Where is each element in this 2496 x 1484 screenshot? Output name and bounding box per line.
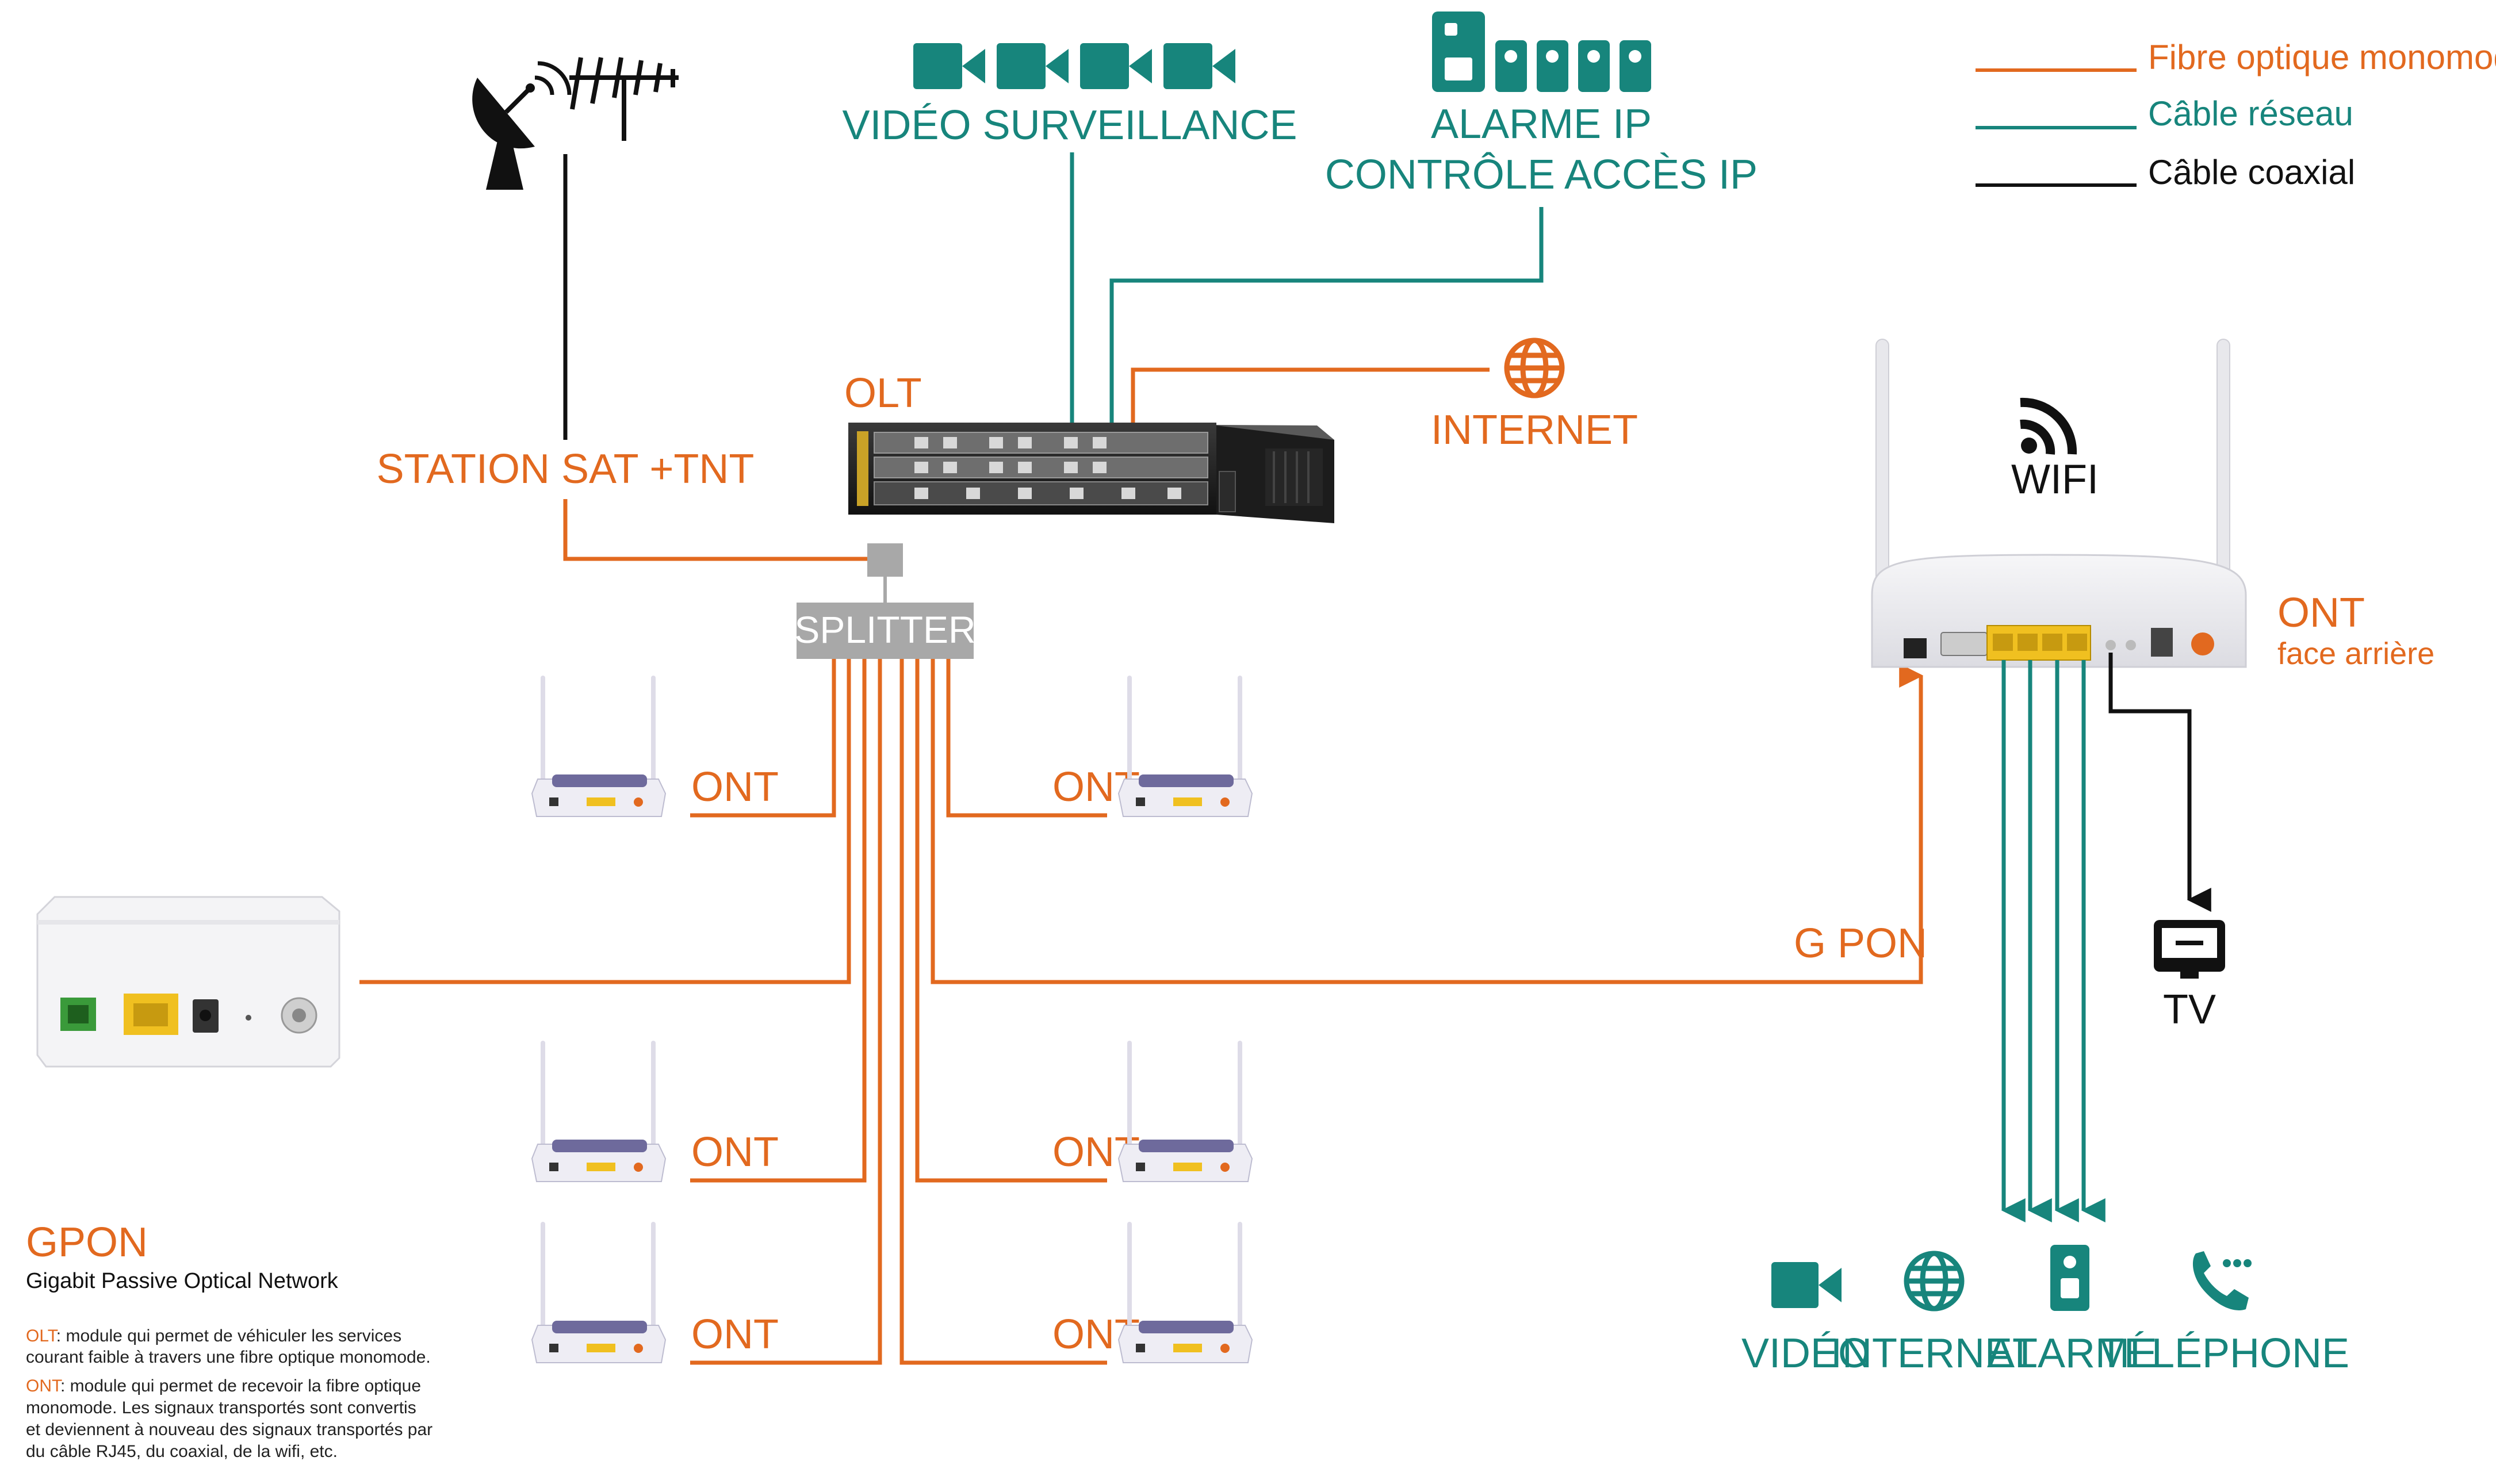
fibre-branch-gpon-ont (359, 659, 851, 984)
fibre-branch-ont-1 (690, 659, 836, 818)
camera-icon (1163, 43, 1235, 89)
splitter-label: SPLITTER (794, 608, 975, 651)
legend: Fibre optique monomode 1 FO Câble réseau… (1976, 38, 2496, 191)
fibre-branch-ont-6 (899, 659, 1107, 1365)
olt-definition-line1: OLT: module qui permet de véhiculer les … (26, 1326, 401, 1345)
alarm-keypad-icon (1432, 11, 1485, 92)
ont-definition-line3: et deviennent à nouveau des signaux tran… (26, 1420, 432, 1439)
olt-label: OLT (844, 370, 922, 416)
ont-router-4 (1117, 676, 1253, 817)
service-alarm-label: ALARME (1987, 1330, 2157, 1376)
gpon-info-title: GPON (26, 1220, 148, 1266)
fibre-internet-to-olt (1131, 367, 1490, 446)
ont-label-2: ONT (691, 1129, 779, 1175)
service-alarm: ALARME (1987, 1245, 2157, 1376)
camera-icon (1080, 43, 1152, 89)
router-ont-subtitle: face arrière (2277, 636, 2434, 671)
camera-icon (913, 43, 985, 89)
legend-fibre-label: Fibre optique monomode 1 FO (2148, 38, 2496, 76)
splitter-connector (867, 543, 903, 577)
network-alarm-to-olt (1109, 207, 1544, 446)
alarm-keypad-icon (1495, 40, 1527, 92)
olt-definition-line2: courant faible à travers une fibre optiq… (26, 1348, 431, 1367)
alarm-keypad-icon (1537, 40, 1568, 92)
service-internet-label: INTERNET (1831, 1330, 2038, 1376)
station-sat-tnt-label: STATION SAT +TNT (377, 446, 755, 492)
tv-antenna-icon (569, 57, 679, 141)
alarm-label-line1: ALARME IP (1431, 101, 1652, 147)
alarm-keypad-icons (1432, 11, 1651, 92)
satellite-dish-icon (472, 61, 572, 190)
ont-label-1: ONT (691, 764, 779, 810)
service-video: VIDÉO (1741, 1262, 1870, 1376)
service-internet: INTERNET (1831, 1251, 2038, 1376)
main-ont-router (1871, 339, 2247, 668)
gpon-link-label: G PON (1794, 921, 1927, 967)
fibre-branch-router (931, 659, 1924, 984)
coax-router-to-tv (2108, 653, 2211, 912)
gpon-ont-box (36, 896, 340, 1068)
service-phone-label: TÉLÉPHONE (2099, 1330, 2349, 1376)
fibre-branch-ont-2 (690, 659, 867, 1183)
camera-icon (997, 43, 1069, 89)
ont-label-3: ONT (691, 1312, 779, 1358)
ont-router-2 (531, 1041, 667, 1182)
gpon-info-block: GPON Gigabit Passive Optical Network OLT… (26, 1220, 432, 1461)
legend-network-label: Câble réseau (2148, 94, 2353, 133)
alarm-keypad-icon (2050, 1245, 2089, 1311)
ont-definition-line4: du câble RJ45, du coaxial, de la wifi, e… (26, 1442, 338, 1461)
camera-icons (913, 43, 1235, 89)
internet-label: INTERNET (1431, 407, 1638, 453)
phone-icon (2193, 1251, 2252, 1310)
alarm-keypad-icon (1578, 40, 1610, 92)
small-ont-routers (531, 676, 1253, 1363)
service-video-label: VIDÉO (1741, 1330, 1870, 1376)
ont-definition-line1: ONT: module qui permet de recevoir la fi… (26, 1376, 421, 1395)
service-phone: TÉLÉPHONE (2099, 1251, 2349, 1376)
video-surveillance-label: VIDÉO SURVEILLANCE (843, 102, 1297, 148)
fibre-station-to-splitter (563, 499, 883, 561)
fibre-branch-ont-3 (690, 659, 882, 1365)
legend-coax-label: Câble coaxial (2148, 153, 2355, 191)
wifi-icon (2020, 397, 2077, 455)
ont-router-1 (531, 676, 667, 817)
router-ont-title: ONT (2277, 590, 2365, 636)
fibre-branch-ont-4 (946, 659, 1107, 818)
wifi-label: WIFI (2011, 457, 2099, 503)
ont-router-3 (531, 1222, 667, 1363)
ont-definition-line2: monomode. Les signaux transportés sont c… (26, 1398, 416, 1417)
fibre-branch-ont-5 (915, 659, 1107, 1183)
camera-icon (1771, 1262, 1842, 1308)
gpon-info-subtitle: Gigabit Passive Optical Network (26, 1269, 339, 1293)
globe-icon (1904, 1251, 1965, 1312)
splitter-box: SPLITTER (794, 603, 976, 659)
alarm-label-line2: CONTRÔLE ACCÈS IP (1325, 152, 1758, 198)
ont-definition-text-1: : module qui permet de recevoir la fibre… (60, 1376, 421, 1395)
olt-device (848, 423, 1334, 523)
globe-icon (1504, 338, 1565, 398)
alarm-keypad-icon (1620, 40, 1651, 92)
olt-term: OLT (26, 1326, 58, 1345)
olt-definition-text-1: : module qui permet de véhiculer les ser… (56, 1326, 401, 1345)
ont-router-5 (1117, 1041, 1253, 1182)
ont-term: ONT (26, 1376, 62, 1395)
ont-router-6 (1117, 1222, 1253, 1363)
tv-label: TV (2163, 987, 2216, 1033)
tv-icon (2154, 920, 2225, 979)
